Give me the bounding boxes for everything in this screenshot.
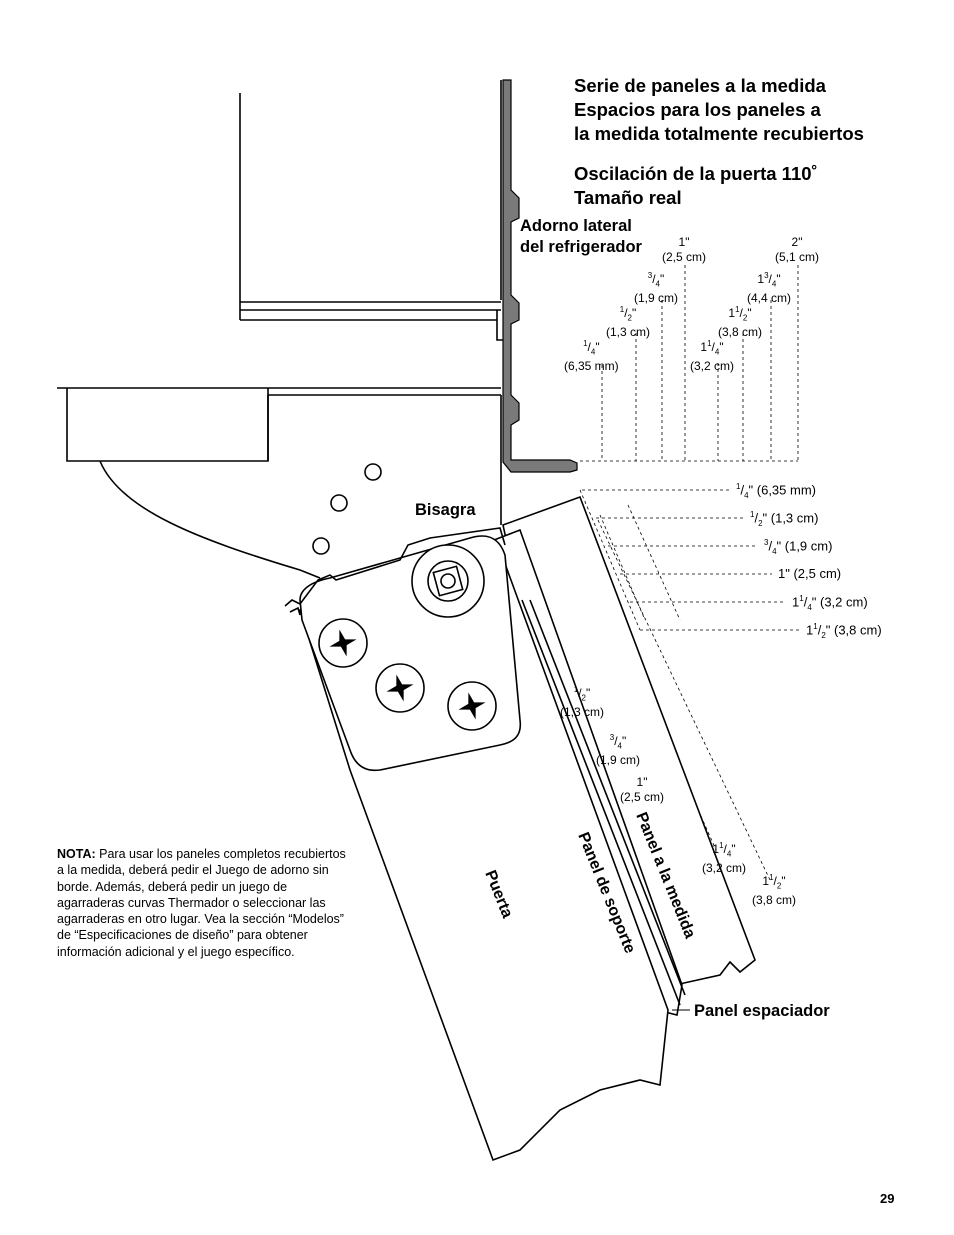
title-line-2: Espacios para los paneles a xyxy=(574,99,821,120)
trim-label: Adorno lateral del refrigerador xyxy=(520,216,642,258)
title-block: Serie de paneles a la medida Espacios pa… xyxy=(574,74,934,210)
right-dim-1-1-4: 11/4" (3,2 cm) xyxy=(792,594,868,612)
top-dim-2in: 2"(5,1 cm) xyxy=(775,235,820,264)
door-dim-3-4: 3/4"(1,9 cm) xyxy=(596,733,641,768)
note: NOTA: Para usar los paneles completos re… xyxy=(57,846,347,960)
door-dim-1-1-4: 11/4"(3,2 cm) xyxy=(702,841,747,876)
top-dim-1-3-4: 13/4"(4,4 cm) xyxy=(747,271,792,306)
title-line-4: Oscilación de la puerta 110˚ xyxy=(574,163,818,184)
top-dim-3-4: 3/4"(1,9 cm) xyxy=(634,271,679,306)
right-dim-1-4: 1/4" (6,35 mm) xyxy=(736,482,816,500)
right-dim-1in: 1" (2,5 cm) xyxy=(778,566,842,581)
right-dim-1-1-2: 11/2" (3,8 cm) xyxy=(806,622,882,640)
top-dim-1-1-4: 11/4"(3,2 cm) xyxy=(690,339,735,374)
top-dim-1in: 1"(2,5 cm) xyxy=(662,235,707,264)
top-dim-1-1-2: 11/2"(3,8 cm) xyxy=(718,305,763,340)
door-dim-1in: 1"(2,5 cm) xyxy=(620,775,665,804)
note-text: Para usar los paneles completos recubier… xyxy=(57,847,346,959)
door-dim-1-1-2: 11/2"(3,8 cm) xyxy=(752,873,797,908)
hinge-label: Bisagra xyxy=(415,501,476,519)
door-dim-1-2: 1/2"(1,3 cm) xyxy=(560,685,605,720)
right-dim-1-2: 1/2" (1,3 cm) xyxy=(750,510,819,528)
top-dim-1-2: 1/2"(1,3 cm) xyxy=(606,305,651,340)
title-line-5: Tamaño real xyxy=(574,187,682,208)
title-line-1: Serie de paneles a la medida xyxy=(574,75,826,96)
trim-label-line2: del refrigerador xyxy=(520,238,642,256)
trim-label-line1: Adorno lateral xyxy=(520,217,632,235)
title-line-3: la medida totalmente recubiertos xyxy=(574,123,864,144)
spacer-panel-label: Panel espaciador xyxy=(694,1002,830,1020)
page-number: 29 xyxy=(880,1191,895,1206)
top-dim-1-4: 1/4"(6,35 mm) xyxy=(564,339,619,374)
note-label: NOTA: xyxy=(57,847,96,861)
right-dim-3-4: 3/4" (1,9 cm) xyxy=(764,538,833,556)
